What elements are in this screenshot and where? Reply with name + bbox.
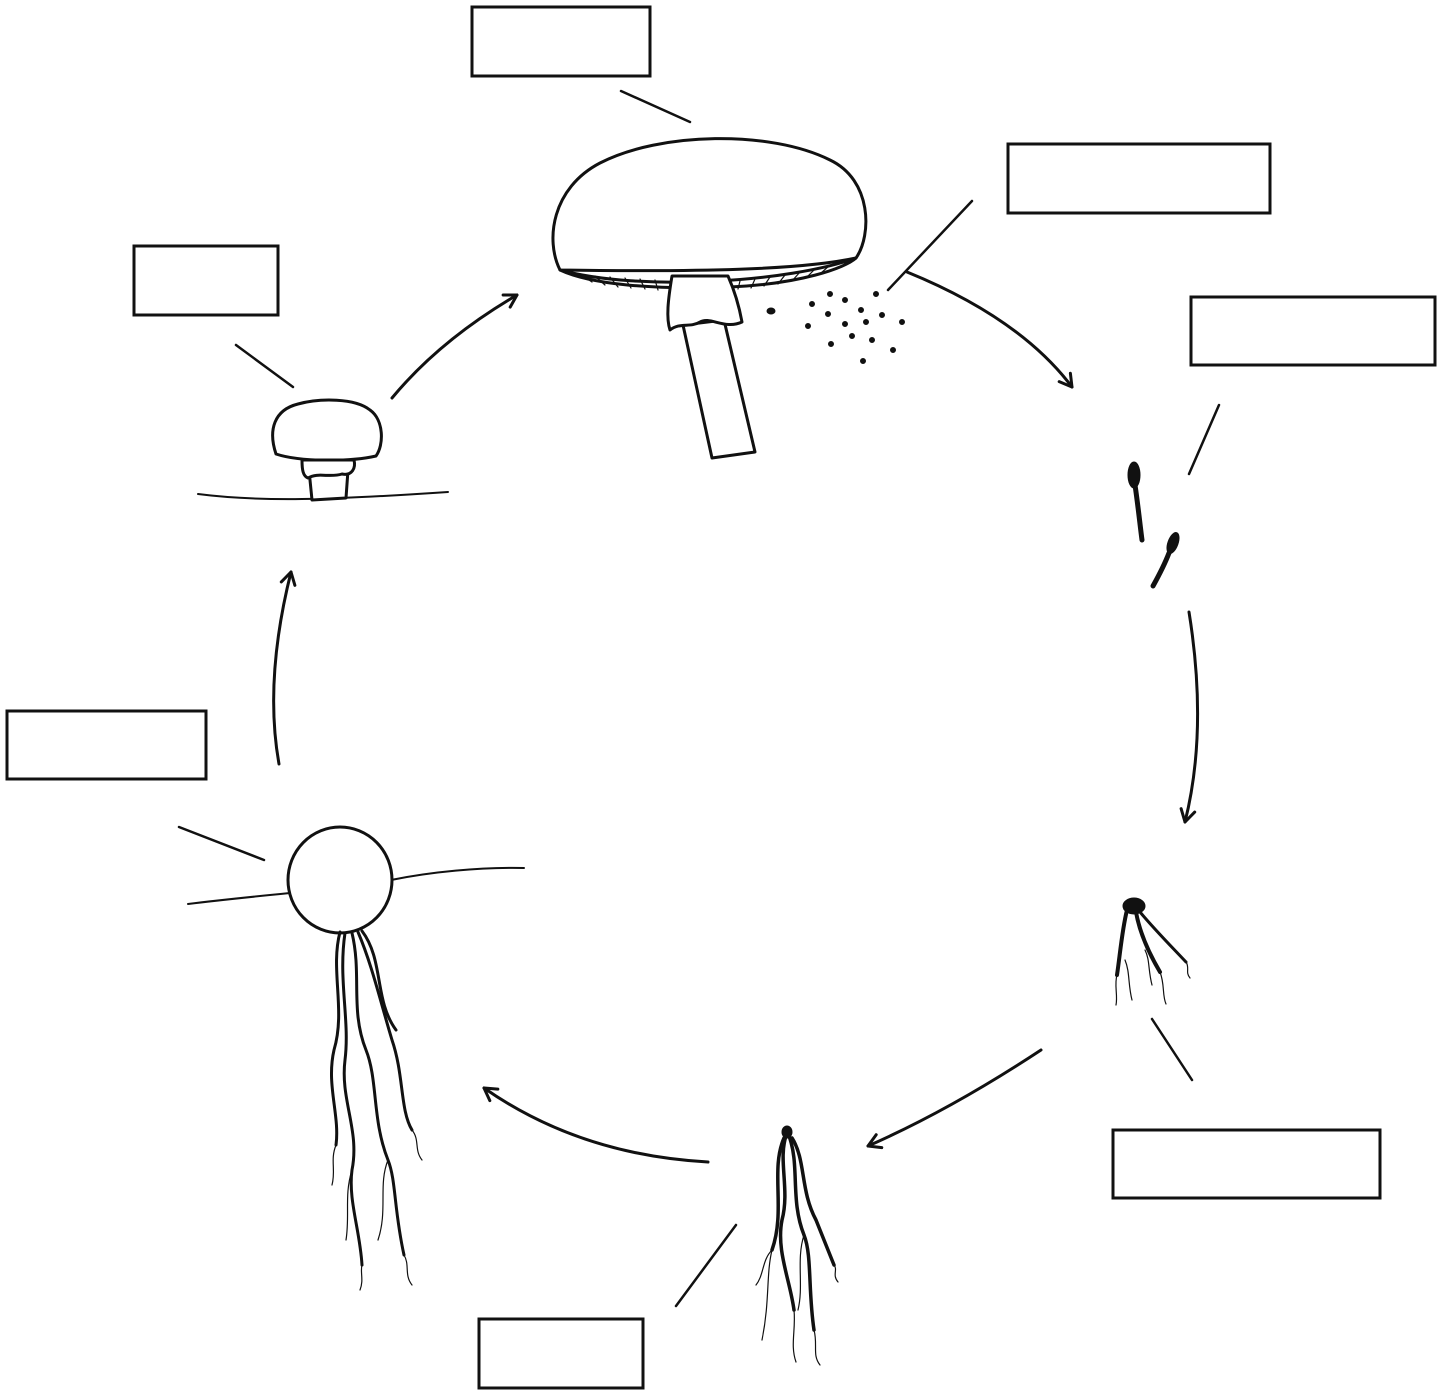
cycle-arrow-spores-to-hyphae (1179, 610, 1200, 824)
leader-line-young-mushroom (234, 343, 295, 389)
label-box-button-stage (5, 709, 208, 781)
label-box-spores (1006, 142, 1272, 215)
cycle-arrow-mushroom-to-spores (905, 270, 1074, 389)
spores-illustration (766, 291, 905, 364)
mature-mushroom-illustration (551, 137, 868, 460)
young-mushroom-illustration (197, 398, 449, 502)
germinating-spores-illustration (1127, 461, 1180, 589)
leader-line-mature-mushroom (619, 89, 692, 124)
leader-line-button-stage (177, 825, 266, 862)
label-box-mature-mushroom (470, 5, 652, 78)
button-stage-illustration (187, 825, 525, 1291)
hyphae-illustration (1115, 897, 1191, 1006)
label-box-germinating-spores (1189, 295, 1437, 367)
cycle-arrow-hyphae-to-mycelium (866, 1048, 1043, 1150)
leader-line-germinating-spores (1187, 403, 1221, 476)
label-box-young-mushroom (132, 244, 280, 317)
cycle-arrow-mycelium-to-button (482, 1086, 710, 1164)
label-box-mycelium (477, 1317, 645, 1390)
leader-line-mycelium (674, 1223, 738, 1308)
leader-line-spores (886, 199, 974, 292)
cycle-arrow-button-to-young (272, 570, 297, 766)
leader-line-hyphae (1150, 1017, 1194, 1082)
mycelium-illustration (755, 1125, 839, 1366)
cycle-arrow-young-to-mature (390, 293, 519, 400)
label-box-hyphae (1111, 1128, 1382, 1200)
